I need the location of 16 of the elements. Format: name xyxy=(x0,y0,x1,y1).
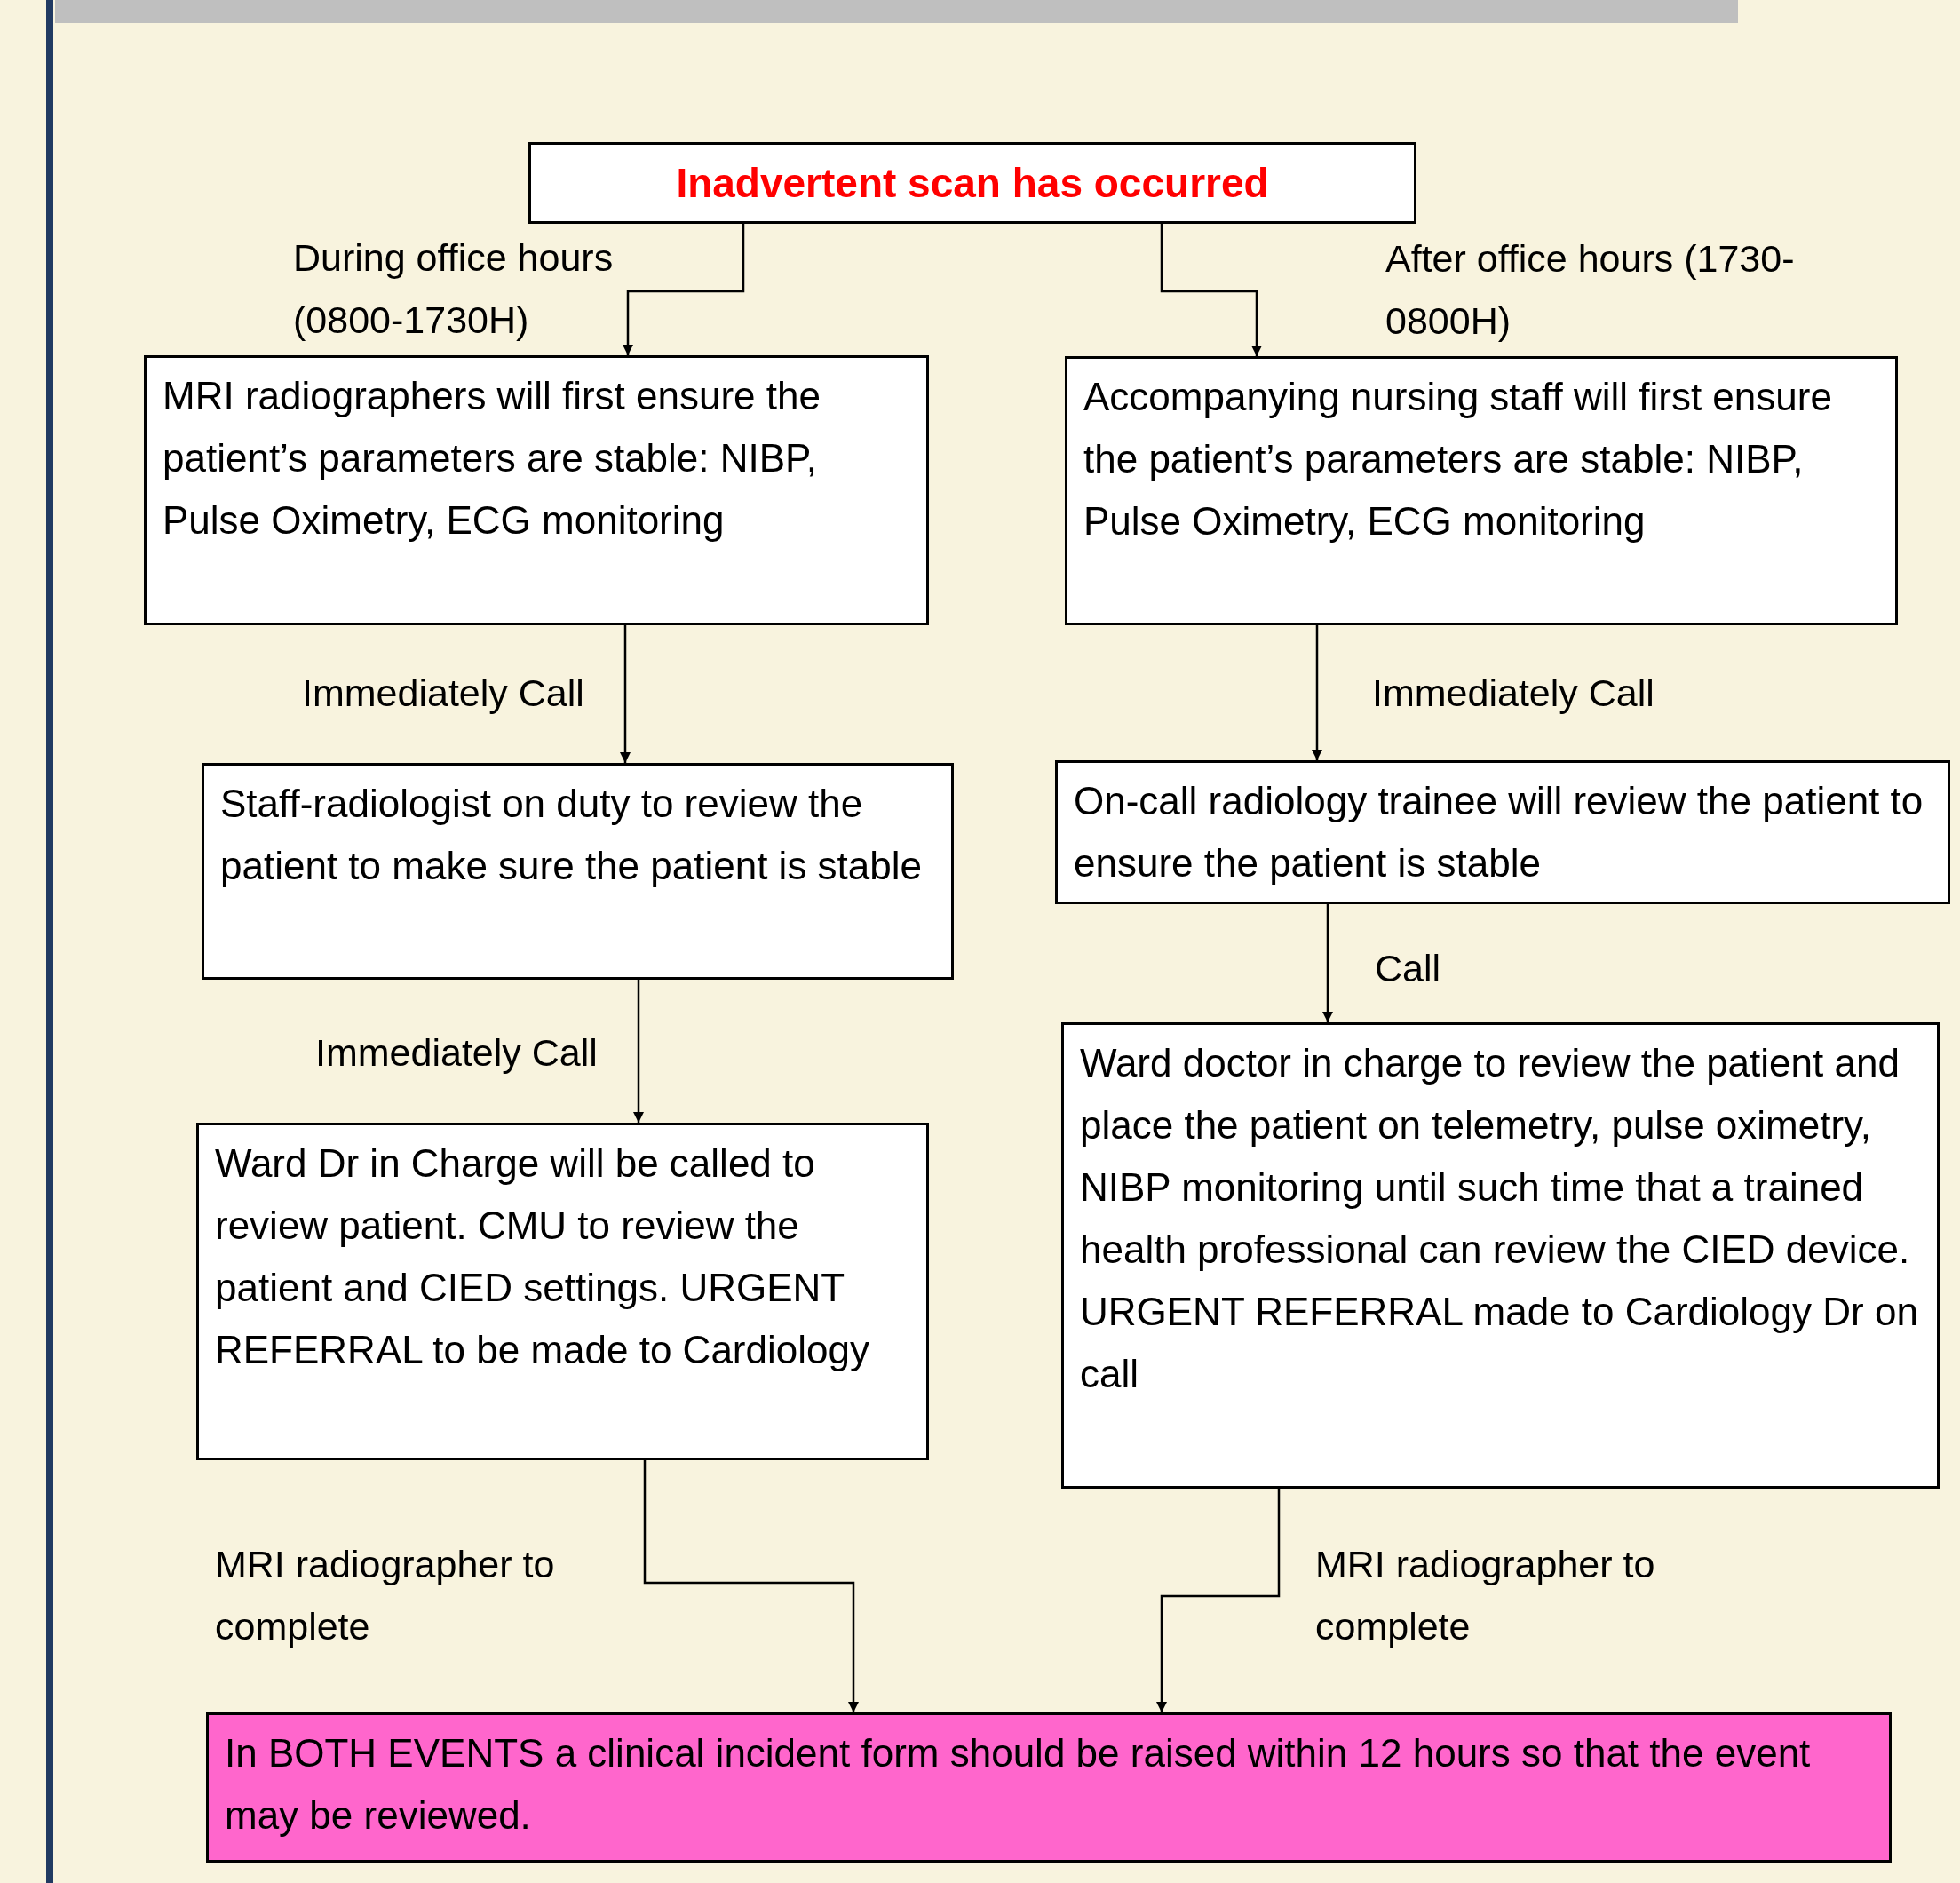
arrow xyxy=(632,980,645,1123)
process-box: In BOTH EVENTS a clinical incident form should be raised within 12 hours so that the event may be reviewed. xyxy=(206,1712,1892,1863)
process-box: Accompanying nursing staff will first ensure the patient’s parameters are stable: NIBP, Pulse Oximetry, ECG monitoring xyxy=(1065,356,1898,625)
process-box: Staff-radiologist on duty to review the patient to make sure the patient is stable xyxy=(202,763,954,980)
arrow xyxy=(619,625,631,763)
arrow xyxy=(643,1460,860,1712)
process-box: On-call radiology trainee will review the patient to ensure the patient is stable xyxy=(1055,760,1950,904)
process-box: MRI radiographers will first ensure the patient’s parameters are stable: NIBP, Pulse Oximetry, ECG monitoring xyxy=(144,355,929,625)
arrow xyxy=(1160,224,1263,356)
arrow xyxy=(1155,1489,1281,1712)
arrow xyxy=(1321,904,1334,1022)
start-box: Inadvertent scan has occurred xyxy=(528,142,1416,224)
process-box: Ward doctor in charge to review the patient and place the patient on telemetry, pulse oximetry, NIBP monitoring until such time that a trained health professional can review the CIED device. URGENT REFERRAL made to Cardiology Dr on call xyxy=(1061,1022,1940,1489)
arrow xyxy=(1311,625,1323,760)
process-box: Ward Dr in Charge will be called to review patient. CMU to review the patient and CIED settings. URGENT REFERRAL to be made to Cardiology xyxy=(196,1123,929,1460)
arrow xyxy=(622,224,745,355)
